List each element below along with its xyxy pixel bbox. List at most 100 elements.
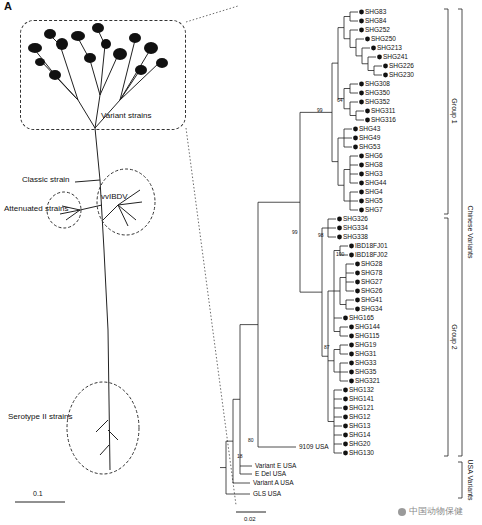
strain-dot	[343, 316, 348, 321]
tree-branch	[334, 390, 335, 453]
tree-branch	[334, 426, 342, 427]
strain-name: SHG4	[365, 188, 383, 196]
tree-branch	[226, 441, 233, 442]
tree-branch	[300, 292, 322, 293]
strain-dot	[359, 100, 364, 105]
strain-name: SHG115	[355, 332, 379, 340]
tree-branch	[334, 349, 340, 350]
strain-name: IBD18FJ01	[355, 242, 388, 250]
clade-label: USA Variants	[466, 459, 474, 500]
strain-dot	[349, 253, 354, 258]
strain-dot	[359, 10, 364, 15]
strain-name: SHG141	[349, 395, 374, 403]
tree-branch	[368, 70, 374, 71]
strain-dot	[355, 280, 360, 285]
strain-blob	[135, 65, 147, 75]
bracket	[444, 9, 448, 214]
strain-dot	[365, 37, 370, 42]
tree-branch	[240, 325, 241, 474]
tree-branch	[356, 39, 357, 56]
strain-group: Serotype II strains	[8, 380, 138, 476]
tree-branch	[344, 201, 350, 202]
strain-name: SHG49	[359, 134, 380, 142]
tree-branch	[346, 300, 347, 309]
strain-dot	[353, 136, 358, 141]
tree-branch	[350, 12, 358, 13]
strain-dot	[355, 271, 360, 276]
tree-branch	[240, 474, 252, 475]
strain-name: SHG144	[355, 323, 380, 331]
group-outline	[96, 168, 156, 236]
strain-name: SHG28	[361, 260, 382, 268]
strain-dot	[359, 28, 364, 33]
tree-branch	[340, 304, 346, 305]
strain-name: E Del USA	[255, 470, 286, 478]
strain-name: GLS USA	[253, 490, 281, 498]
tree-branch	[338, 185, 344, 186]
tree-branch	[356, 111, 364, 112]
strain-dot	[343, 424, 348, 429]
tree-trunk	[95, 128, 110, 470]
variant-blobs	[28, 23, 168, 80]
tree-branch	[344, 170, 345, 202]
tree-branch	[350, 84, 358, 85]
bootstrap-value: 99	[292, 228, 298, 236]
strain-dot	[359, 91, 364, 96]
tree-branch	[374, 66, 375, 75]
bootstrap-value: 80	[248, 436, 254, 444]
strain-name: SHG213	[377, 44, 402, 52]
tree-branch	[328, 228, 336, 229]
tree-branch	[334, 399, 342, 400]
tree-branch	[368, 57, 369, 71]
tree-branch	[356, 120, 364, 121]
strain-dot	[349, 334, 354, 339]
scale-label: 0.02	[244, 515, 256, 523]
strain-name: SHG35	[355, 368, 376, 376]
strain-name: SHG326	[343, 215, 368, 223]
tree-branch	[340, 327, 348, 328]
clade-label: Chinese Variants	[466, 206, 474, 259]
dashed-ellipse	[67, 382, 139, 474]
strain-name: SHG19	[355, 341, 376, 349]
tree-branch	[340, 363, 348, 364]
tree-branch	[220, 467, 226, 468]
strain-dot	[355, 262, 360, 267]
strain-name: SHG350	[365, 89, 390, 97]
scale-bar	[236, 512, 266, 513]
strain-name: SHG252	[365, 26, 390, 34]
tree-branch	[350, 12, 351, 21]
tree-branch	[344, 108, 350, 109]
tree-branch	[356, 111, 357, 120]
strain-dot	[359, 190, 364, 195]
tree-branch	[340, 381, 348, 382]
tree-branch	[300, 112, 332, 113]
strain-name: SHG130	[349, 449, 374, 457]
variant-star-tree	[35, 30, 160, 128]
bracket	[458, 9, 462, 456]
strain-name: SHG311	[371, 107, 395, 115]
tree-branch	[346, 300, 354, 301]
bootstrap-value: 99	[317, 106, 323, 114]
tree-branch	[346, 264, 347, 291]
tree-branch	[334, 435, 342, 436]
strain-name: SHG6	[365, 152, 383, 160]
strain-dot	[377, 55, 382, 60]
strain-name: IBD18FJ02	[355, 251, 388, 259]
classic-branch	[75, 180, 100, 182]
tree-branch	[334, 417, 342, 418]
tree-branch	[334, 453, 342, 454]
tree-branch	[328, 360, 334, 361]
strain-dot	[359, 19, 364, 24]
strain-name: SHG44	[365, 179, 386, 187]
bootstrap-value: 100	[336, 250, 344, 258]
tree-branch	[350, 165, 358, 166]
tree-branch	[334, 444, 342, 445]
strain-dot	[359, 154, 364, 159]
group-label: Serotype II strains	[8, 412, 72, 421]
strain-blob	[49, 70, 61, 80]
tree-branch	[340, 277, 346, 278]
tree-branch	[334, 318, 342, 319]
strain-dot	[343, 415, 348, 420]
tree-branch	[334, 250, 340, 251]
